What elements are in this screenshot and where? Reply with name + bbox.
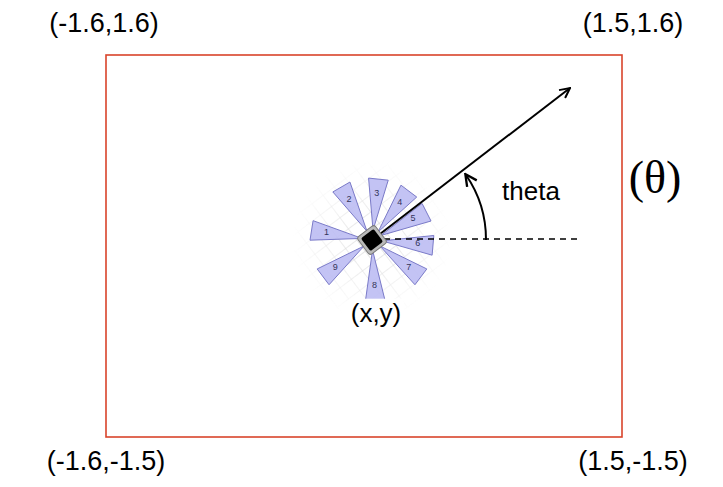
coordinate-label: (-1.6,-1.5) [45, 447, 168, 477]
sensor-fan [310, 178, 434, 302]
sensor-wedge [381, 203, 431, 235]
sensor-wedge [317, 246, 364, 285]
position-label: (x,y) [349, 299, 404, 328]
sensor-wedge [310, 221, 362, 241]
arena-boundary [106, 55, 622, 437]
robot-body [357, 225, 388, 256]
sensor-wedge [380, 246, 427, 285]
coordinate-label: (1.5,-1.5) [576, 447, 690, 477]
sensor-number: 9 [333, 263, 338, 273]
heading-arrow [380, 88, 570, 234]
sensor-number: 4 [397, 198, 402, 208]
sensor-number: 7 [406, 263, 411, 273]
coordinate-label: (1.5,1.6) [581, 9, 686, 39]
sensor-number: 6 [415, 239, 420, 249]
sensor-number: 5 [410, 214, 415, 224]
coordinate-label: (-1.6,1.6) [47, 9, 161, 39]
sensor-wedge [365, 250, 385, 302]
sensor-number: 8 [372, 281, 377, 291]
angle-symbol-label: (θ) [627, 153, 684, 204]
sensor-number: 2 [346, 195, 351, 205]
angle-arc [466, 175, 486, 240]
grid-texture [290, 158, 454, 322]
angle-name-label: theta [500, 177, 562, 206]
reference-dashed-line [384, 238, 580, 240]
sensor-number: 3 [374, 189, 379, 199]
sensor-number: 1 [324, 228, 329, 238]
sensor-wedge [333, 182, 367, 231]
